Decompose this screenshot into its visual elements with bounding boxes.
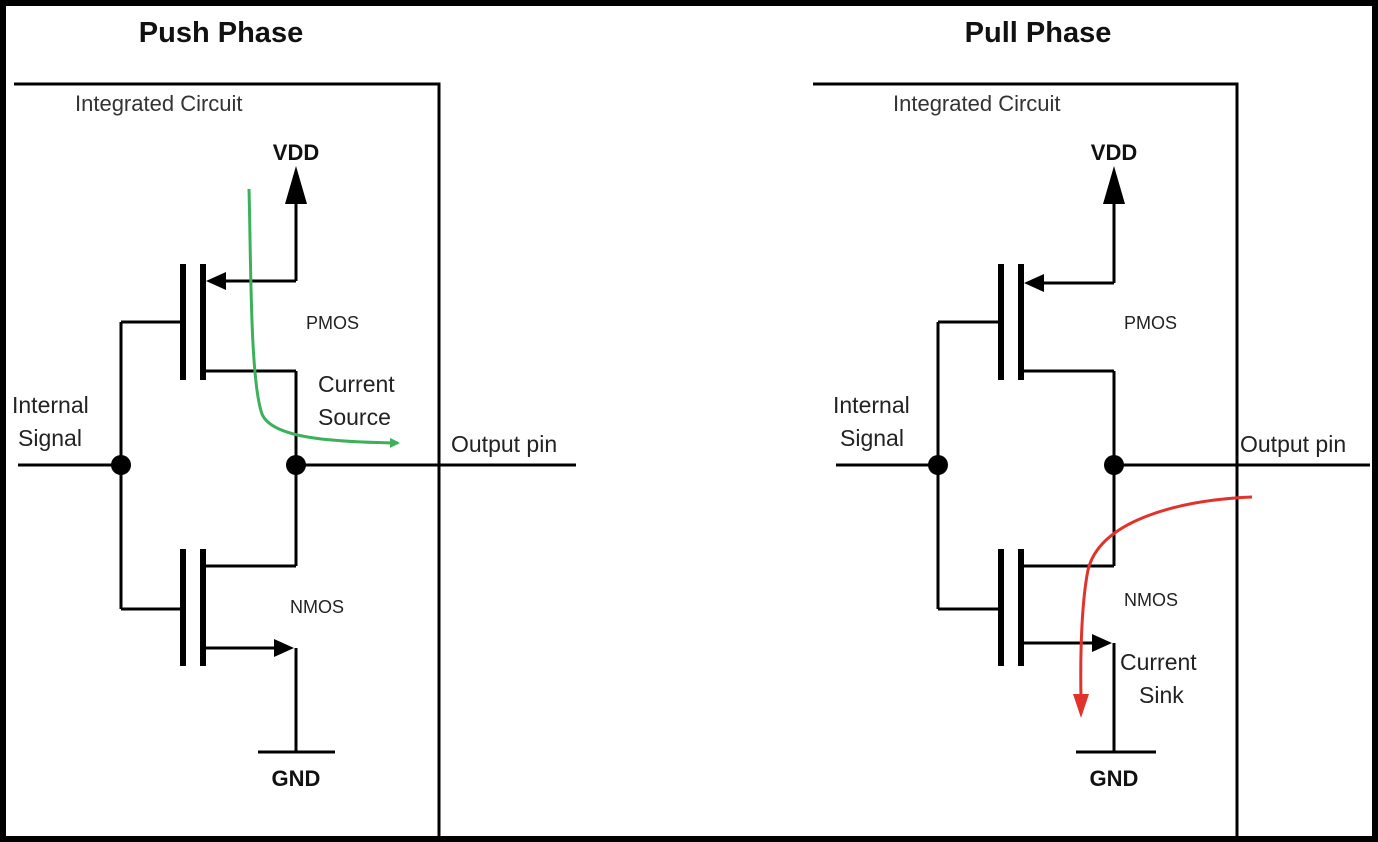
pull-phase-title: Pull Phase — [965, 17, 1112, 49]
push-output-label: Output pin — [451, 431, 557, 457]
pull-nmos-label: NMOS — [1124, 590, 1178, 610]
push-current-label-1: Current — [318, 371, 395, 397]
pull-output-node — [1104, 455, 1124, 475]
push-ic-label: Integrated Circuit — [75, 91, 243, 116]
push-vdd-label: VDD — [273, 140, 319, 165]
pull-input-label-1: Internal — [833, 392, 910, 418]
push-gnd-label: GND — [272, 766, 321, 791]
pull-pmos-label: PMOS — [1124, 313, 1177, 333]
pull-ic-box — [813, 82, 1239, 836]
pull-input-node — [928, 455, 948, 475]
pull-nmos-arrow-icon — [1092, 634, 1112, 652]
pull-vdd-arrow-icon — [1103, 166, 1125, 204]
pull-current-label-2: Sink — [1139, 682, 1184, 708]
push-ic-box — [14, 82, 441, 836]
push-phase-panel: Push Phase Integrated Circuit VDD PMOS I… — [12, 17, 576, 836]
pull-pmos-arrow-icon — [1024, 274, 1044, 292]
pull-ic-label: Integrated Circuit — [893, 91, 1061, 116]
push-phase-title: Push Phase — [139, 17, 303, 49]
pull-current-label-1: Current — [1120, 649, 1197, 675]
push-current-arrow-icon — [247, 188, 400, 448]
push-nmos-label: NMOS — [290, 597, 344, 617]
push-pmos-arrow-icon — [206, 272, 226, 290]
pull-input-label-2: Signal — [840, 425, 904, 451]
push-input-label-2: Signal — [18, 425, 82, 451]
pull-current-curve — [1079, 495, 1253, 701]
pull-phase-panel: Pull Phase Integrated Circuit VDD PMOS I… — [813, 17, 1370, 836]
push-pmos-label: PMOS — [306, 313, 359, 333]
push-input-label-1: Internal — [12, 392, 89, 418]
pull-current-arrow-icon — [1073, 694, 1089, 718]
pull-output-label: Output pin — [1240, 431, 1346, 457]
push-nmos-arrow-icon — [274, 639, 294, 657]
push-current-label-2: Source — [318, 404, 391, 430]
pull-gnd-label: GND — [1090, 766, 1139, 791]
push-vdd-arrow-icon — [285, 166, 307, 204]
push-input-node — [111, 455, 131, 475]
pull-vdd-label: VDD — [1091, 140, 1137, 165]
push-output-node — [286, 455, 306, 475]
